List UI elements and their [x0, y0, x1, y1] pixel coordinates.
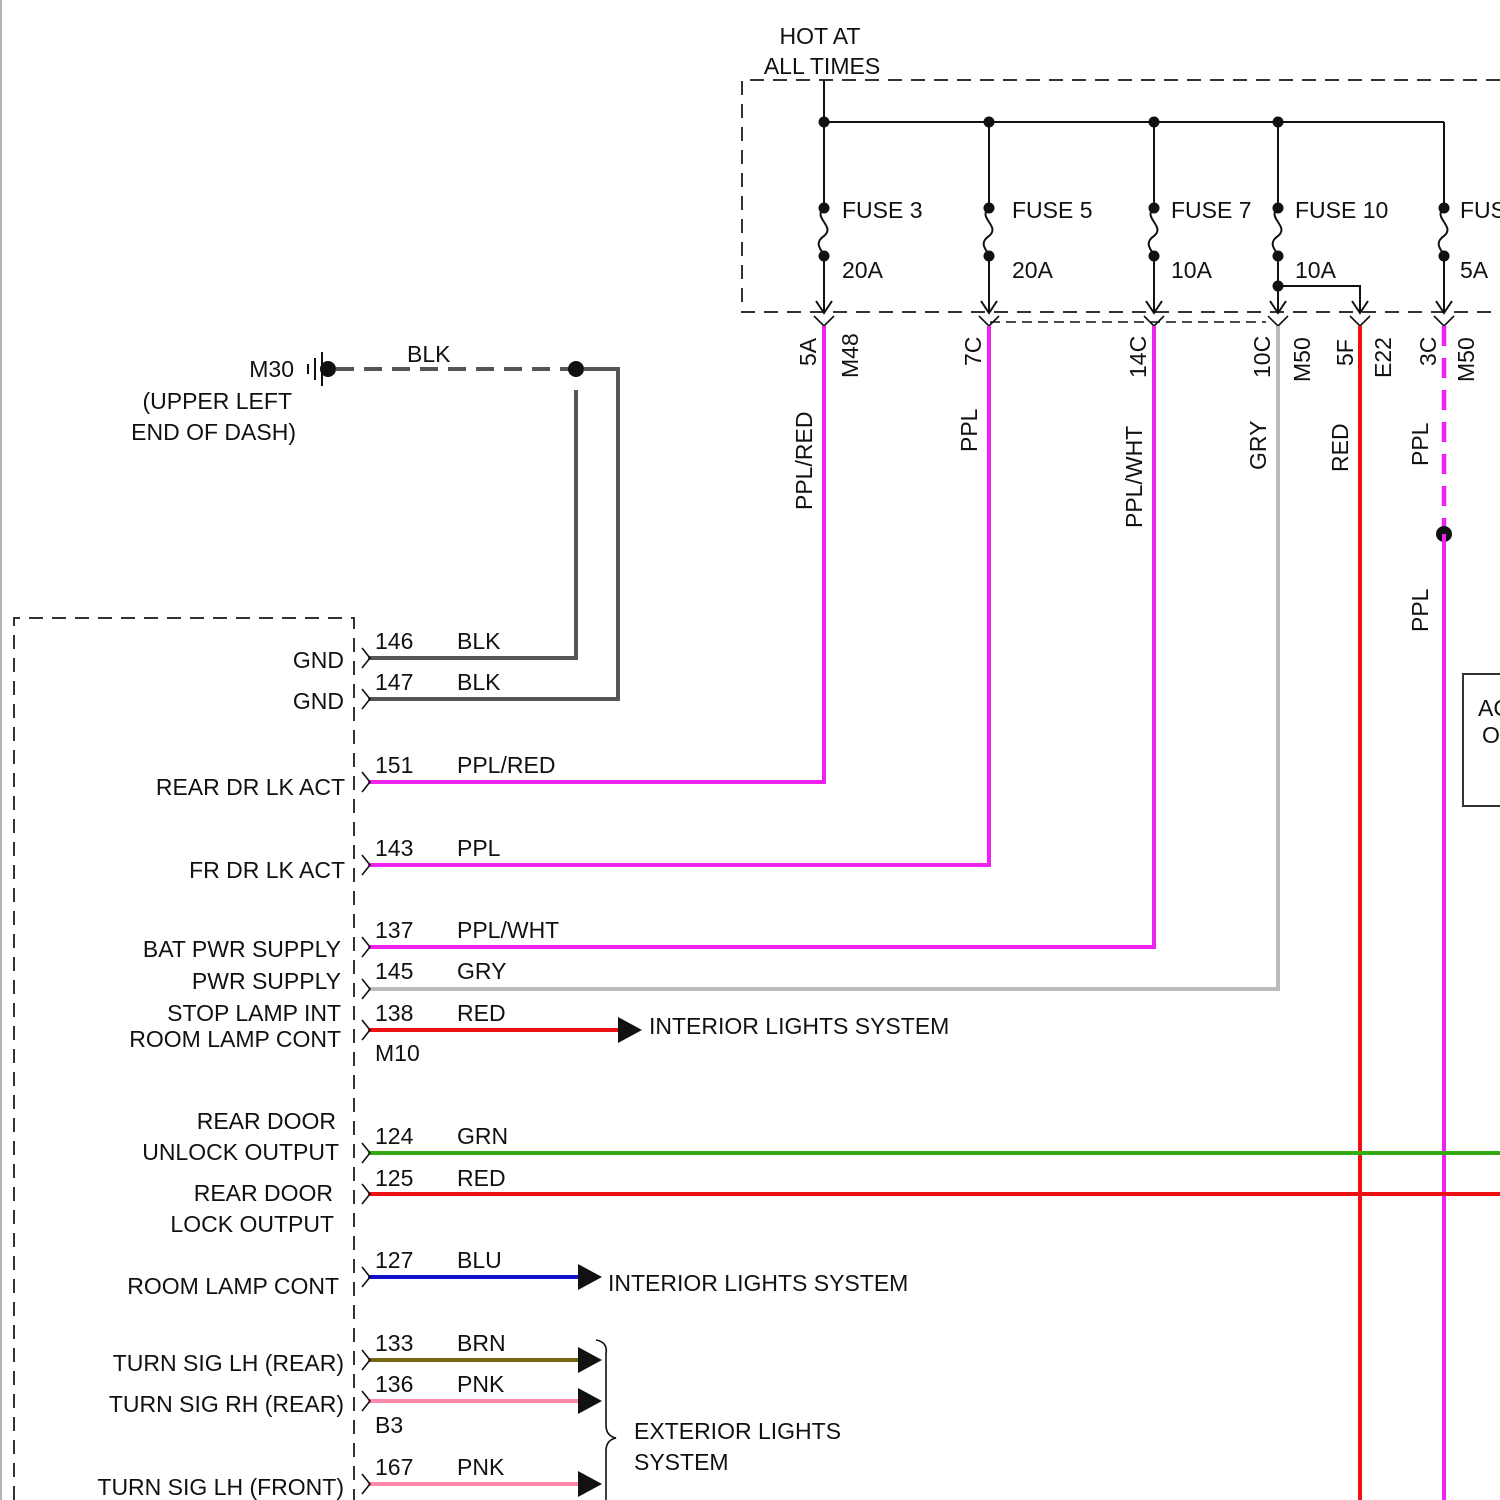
fuse-5a-rating: 5A — [1460, 257, 1489, 283]
pin-137: 137 — [375, 917, 413, 943]
right-box-line1: AC — [1478, 695, 1500, 721]
func-gnd-1: GND — [293, 647, 344, 673]
func-turn-sig-lh-front: TURN SIG LH (FRONT) — [97, 1474, 344, 1500]
func-rear-door-unlock-1: REAR DOOR — [197, 1108, 336, 1134]
wire-label-red: RED — [1327, 423, 1353, 472]
dest-exterior-line1: EXTERIOR LIGHTS — [634, 1418, 841, 1444]
ground-id: M30 — [249, 356, 294, 382]
hot-label-line1: HOT AT — [780, 23, 861, 49]
func-rear-dr-lk-act: REAR DR LK ACT — [156, 774, 345, 800]
func-stop-lamp-int: STOP LAMP INT — [167, 1000, 341, 1026]
func-fr-dr-lk-act: FR DR LK ACT — [189, 857, 345, 883]
cavity-7c: 7C — [960, 337, 986, 366]
pin-167: 167 — [375, 1454, 413, 1480]
pin-167-wire: PNK — [457, 1454, 505, 1480]
ground-location-line1: (UPPER LEFT — [142, 388, 292, 414]
connector-m50-a: M50 — [1289, 337, 1315, 382]
wire-label-ppl-red: PPL/RED — [791, 412, 817, 510]
pin-124-wire: GRN — [457, 1123, 508, 1149]
pin-147: 147 — [375, 669, 413, 695]
ground-wire-label: BLK — [407, 341, 451, 367]
hot-label-line2: ALL TIMES — [764, 53, 880, 79]
connector-b3: B3 — [375, 1412, 403, 1438]
fuse-5a-name: FUS — [1460, 197, 1500, 223]
cavity-3c: 3C — [1415, 337, 1441, 366]
pin-125: 125 — [375, 1165, 413, 1191]
pin-133-wire: BRN — [457, 1330, 506, 1356]
pin-146: 146 — [375, 628, 413, 654]
fuse-10-rating: 10A — [1295, 257, 1337, 283]
dest-interior-2: INTERIOR LIGHTS SYSTEM — [608, 1270, 908, 1296]
pin-151: 151 — [375, 752, 413, 778]
fuse-3-rating: 20A — [842, 257, 884, 283]
pin-136-wire: PNK — [457, 1371, 505, 1397]
func-rear-door-lock-2: LOCK OUTPUT — [170, 1211, 334, 1237]
ground-location-line2: END OF DASH) — [131, 419, 296, 445]
cavity-5f: 5F — [1332, 339, 1358, 366]
fuse-3-name: FUSE 3 — [842, 197, 923, 223]
right-box-line2: O — [1482, 722, 1500, 748]
connector-m10: M10 — [375, 1040, 420, 1066]
wire-label-ppl-wht: PPL/WHT — [1121, 426, 1147, 528]
ground-splice — [568, 361, 584, 377]
fuse-5-name: FUSE 5 — [1012, 197, 1093, 223]
fuse-7-rating: 10A — [1171, 257, 1213, 283]
func-rear-door-unlock-2: UNLOCK OUTPUT — [142, 1139, 339, 1165]
pin-137-wire: PPL/WHT — [457, 917, 559, 943]
pin-127: 127 — [375, 1247, 413, 1273]
pin-133: 133 — [375, 1330, 413, 1356]
dest-exterior-line2: SYSTEM — [634, 1449, 729, 1475]
func-turn-sig-rh-rear: TURN SIG RH (REAR) — [109, 1391, 344, 1417]
connector-m48: M48 — [837, 333, 863, 378]
wire-label-gry: GRY — [1245, 421, 1271, 470]
pin-127-wire: BLU — [457, 1247, 502, 1273]
pin-146-wire: BLK — [457, 628, 501, 654]
fuse-5-rating: 20A — [1012, 257, 1054, 283]
func-gnd-2: GND — [293, 688, 344, 714]
wire-label-ppl-lower: PPL — [1407, 588, 1433, 632]
connector-m50-b: M50 — [1453, 337, 1479, 382]
cavity-10c: 10C — [1249, 336, 1275, 378]
pin-136: 136 — [375, 1371, 413, 1397]
wire-label-ppl: PPL — [956, 408, 982, 452]
func-room-lamp-cont-2: ROOM LAMP CONT — [127, 1273, 339, 1299]
pin-124: 124 — [375, 1123, 414, 1149]
func-pwr-supply: PWR SUPPLY — [192, 968, 341, 994]
pin-143: 143 — [375, 835, 413, 861]
cavity-5a: 5A — [795, 337, 821, 366]
fuse-7-name: FUSE 7 — [1171, 197, 1252, 223]
pin-145: 145 — [375, 958, 413, 984]
pin-151-wire: PPL/RED — [457, 752, 555, 778]
pin-138-wire: RED — [457, 1000, 506, 1026]
func-turn-sig-lh-rear: TURN SIG LH (REAR) — [113, 1350, 344, 1376]
ground-node — [320, 361, 336, 377]
fuse-10-name: FUSE 10 — [1295, 197, 1388, 223]
func-room-lamp-cont-1: ROOM LAMP CONT — [129, 1026, 341, 1052]
pin-145-wire: GRY — [457, 958, 506, 984]
cavity-14c: 14C — [1125, 336, 1151, 378]
wire-label-ppl-upper: PPL — [1407, 422, 1433, 466]
connector-e22: E22 — [1370, 337, 1396, 378]
func-rear-door-lock-1: REAR DOOR — [194, 1180, 333, 1206]
pin-138: 138 — [375, 1000, 413, 1026]
pin-147-wire: BLK — [457, 669, 501, 695]
func-bat-pwr-supply: BAT PWR SUPPLY — [143, 936, 341, 962]
pin-125-wire: RED — [457, 1165, 506, 1191]
dest-interior-1: INTERIOR LIGHTS SYSTEM — [649, 1013, 949, 1039]
pin-143-wire: PPL — [457, 835, 501, 861]
